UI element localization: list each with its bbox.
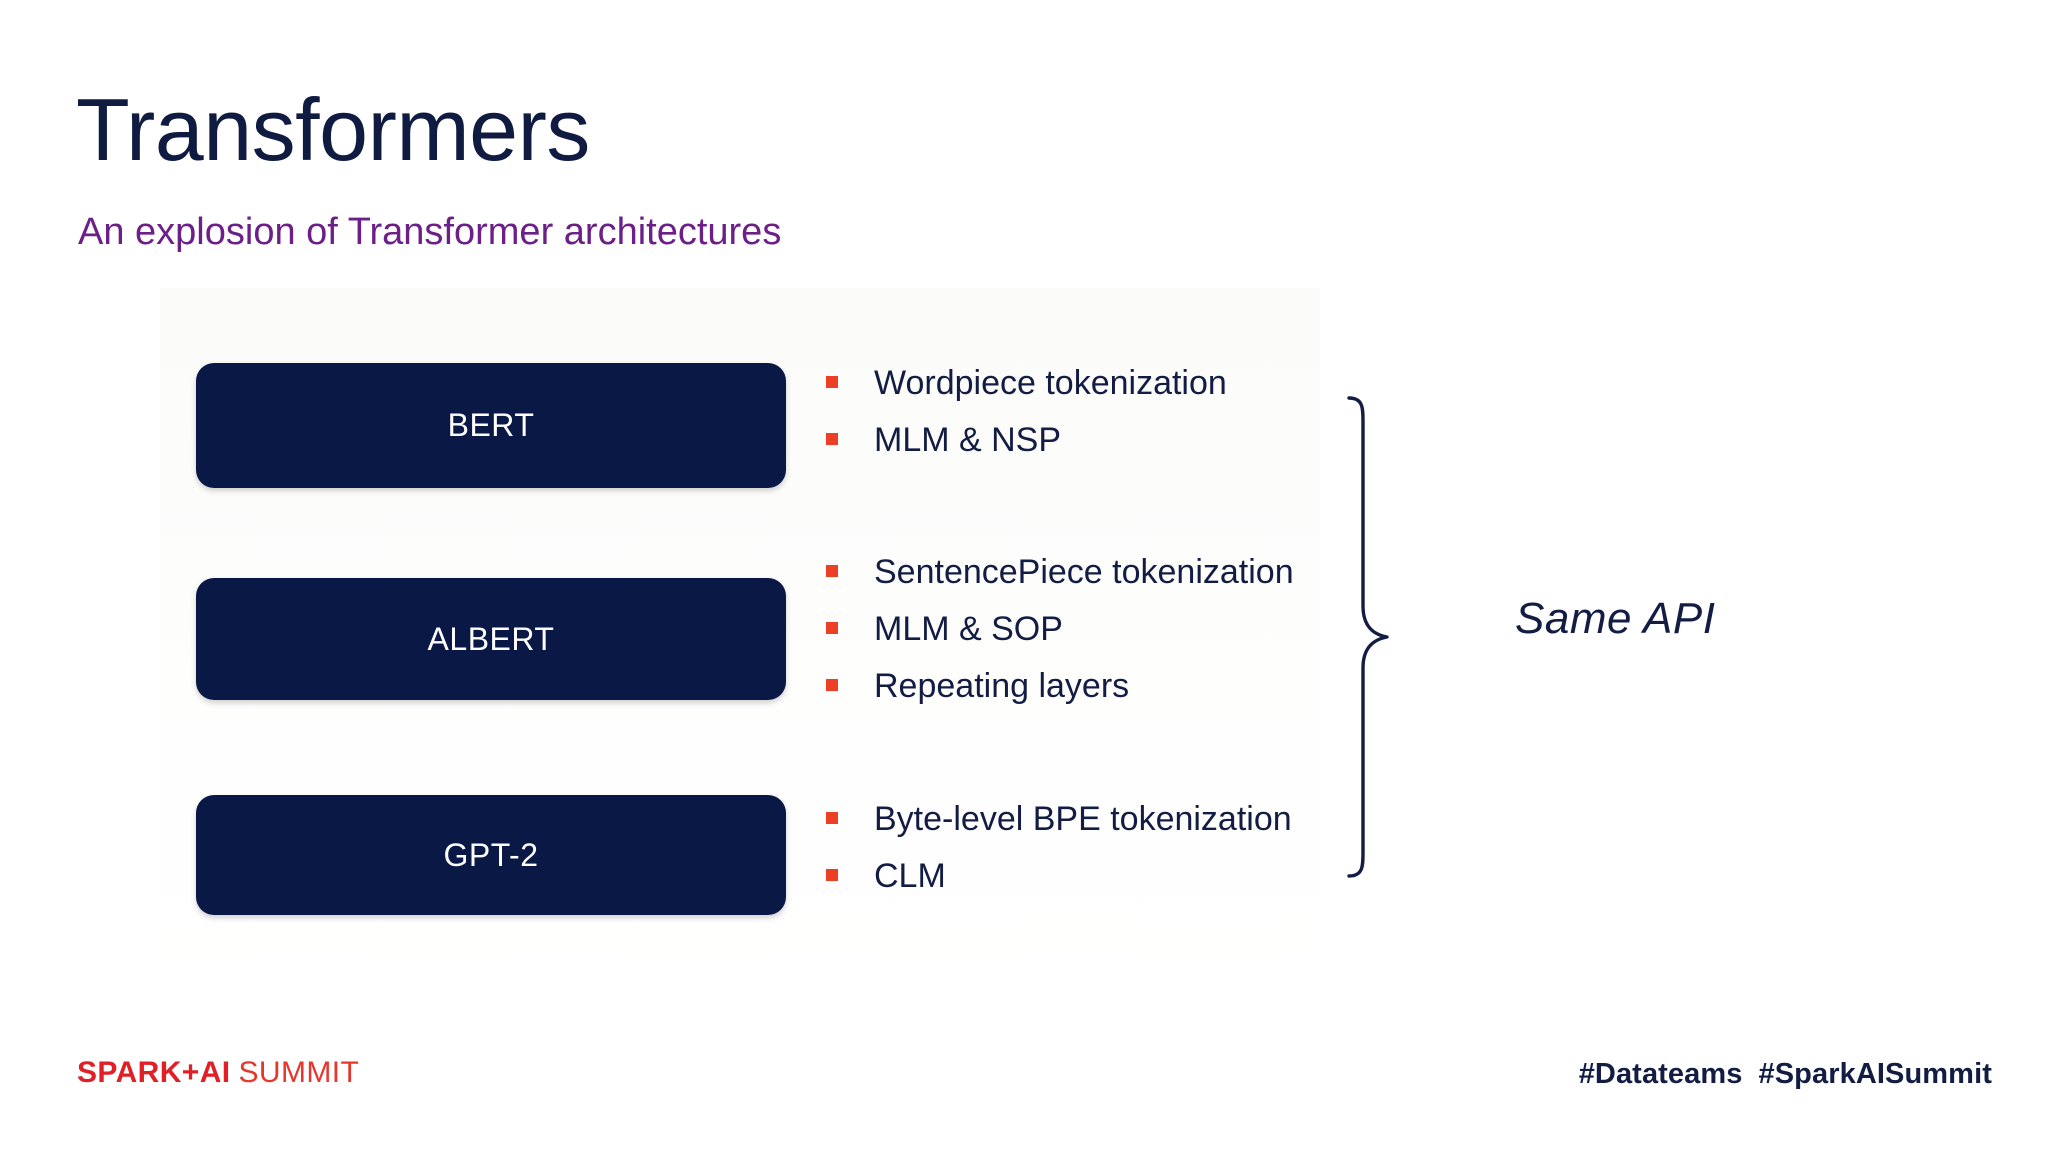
square-bullet-icon [826,622,838,634]
model-box-bert: BERT [196,363,786,488]
square-bullet-icon [826,376,838,388]
feature-text: Byte-level BPE tokenization [874,800,1292,838]
feature-text: SentencePiece tokenization [874,553,1294,591]
logo-text-light: SUMMIT [238,1056,360,1089]
feature-text: MLM & SOP [874,610,1063,648]
list-item: MLM & NSP [826,423,1227,480]
square-bullet-icon [826,869,838,881]
hashtag-sparkaisummit: #SparkAISummit [1758,1058,1992,1090]
feature-text: Repeating layers [874,667,1130,705]
page-subtitle: An explosion of Transformer architecture… [78,211,782,253]
feature-list-bert: Wordpiece tokenization MLM & NSP [826,366,1227,480]
hashtag-datateams: #Datateams [1578,1058,1743,1090]
model-box-gpt2: GPT-2 [196,795,786,915]
page-title: Transformers [76,80,590,179]
feature-text: Wordpiece tokenization [874,364,1227,402]
footer-hashtags: #Datateams #SparkAISummit [1579,1058,1992,1091]
feature-list-gpt2: Byte-level BPE tokenization CLM [826,802,1292,916]
logo-text-bold: SPARK+AI [77,1056,231,1089]
list-item: SentencePiece tokenization [826,555,1294,612]
curly-brace-icon [1335,392,1415,882]
square-bullet-icon [826,812,838,824]
square-bullet-icon [826,433,838,445]
brace-label-same-api: Same API [1515,594,1716,643]
feature-text: CLM [874,857,946,895]
list-item: MLM & SOP [826,612,1294,669]
feature-list-albert: SentencePiece tokenization MLM & SOP Rep… [826,555,1294,726]
list-item: CLM [826,859,1292,916]
model-label-albert: ALBERT [427,620,555,657]
model-label-bert: BERT [447,407,535,443]
list-item: Repeating layers [826,669,1294,726]
model-label-gpt2: GPT-2 [443,836,539,873]
list-item: Wordpiece tokenization [826,366,1227,423]
model-box-albert: ALBERT [196,578,786,700]
square-bullet-icon [826,565,838,577]
list-item: Byte-level BPE tokenization [826,802,1292,859]
feature-text: MLM & NSP [874,421,1062,459]
square-bullet-icon [826,679,838,691]
